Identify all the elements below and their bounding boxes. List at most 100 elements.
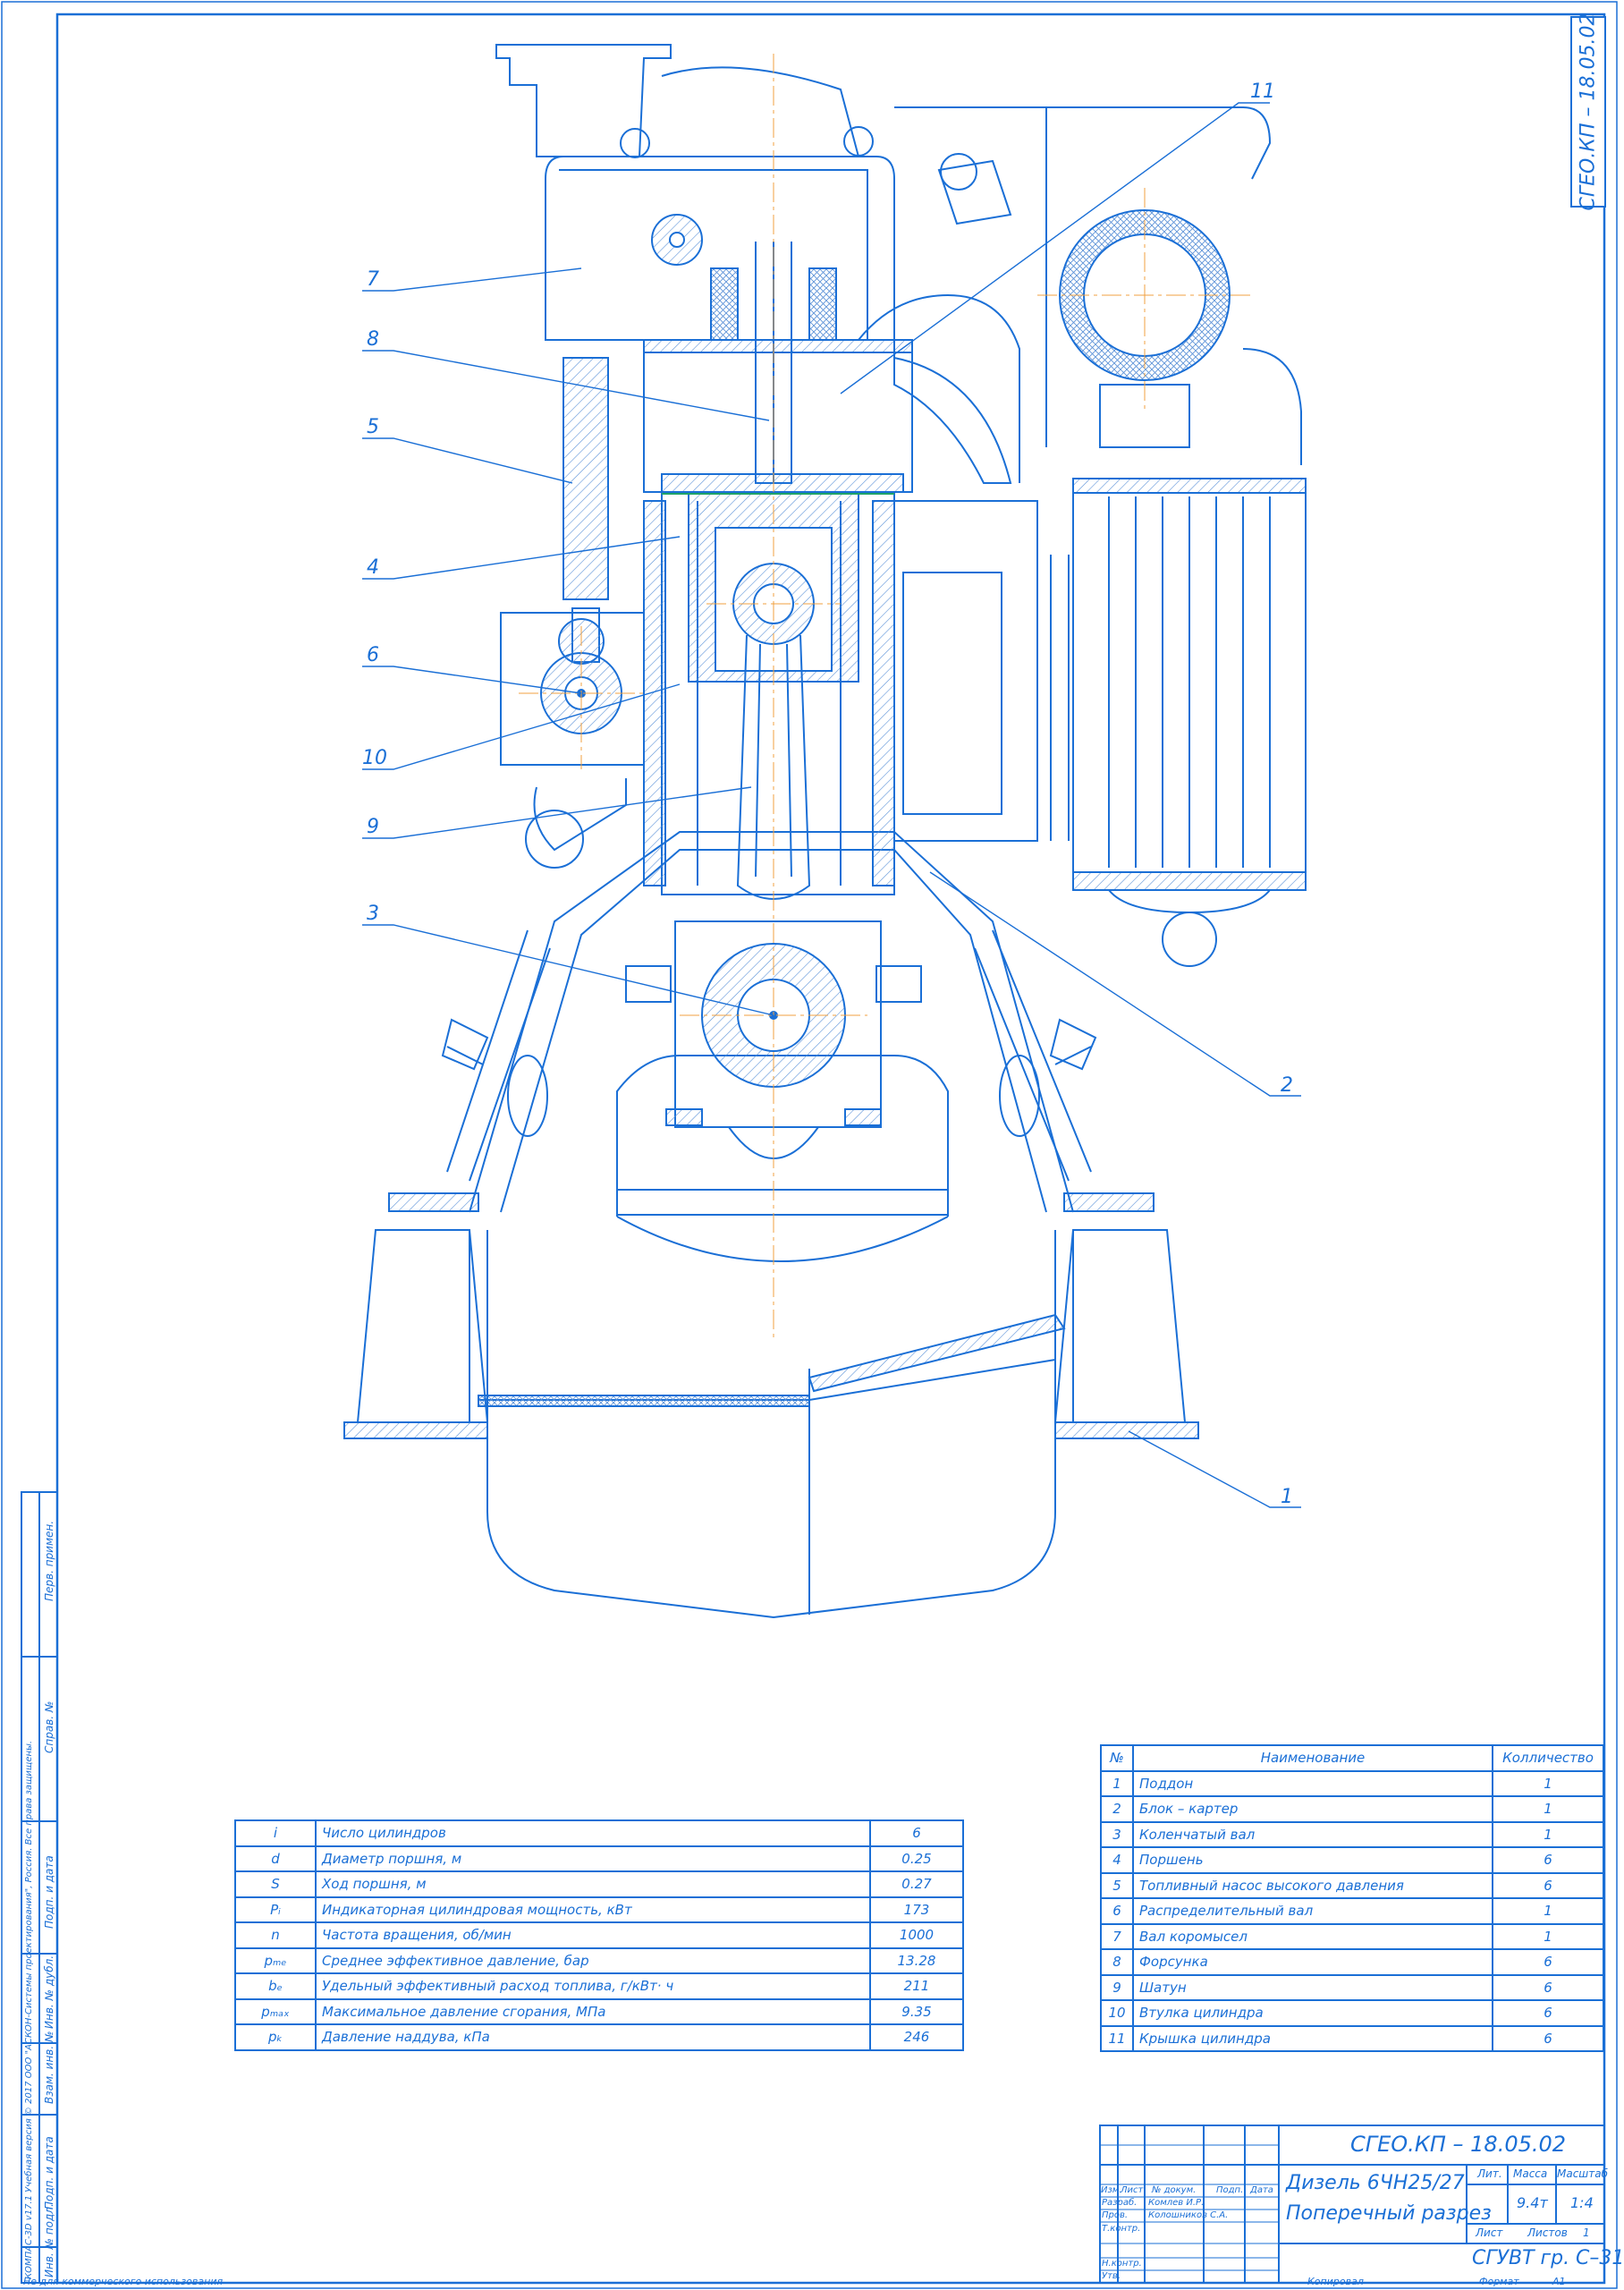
- part-number: 5: [1100, 1871, 1134, 1899]
- param-symbol: i: [234, 1819, 317, 1847]
- part-quantity: 6: [1492, 1871, 1604, 1899]
- part-name: Шатун: [1132, 1973, 1493, 2001]
- leader-lines: [362, 102, 1301, 1508]
- table-row: bₑ Удельный эффективный расход топлива, …: [234, 1972, 964, 2000]
- param-name: Давление наддува, кПа: [315, 2023, 871, 2051]
- param-symbol: bₑ: [234, 1972, 317, 2000]
- col-izm-label: Изм.: [1101, 2185, 1122, 2195]
- not-commercial-note: Не для коммерческого использования: [23, 2276, 224, 2287]
- callout-8: 8: [367, 328, 379, 351]
- callout-1: 1: [1281, 1486, 1293, 1508]
- table-row: 11 Крышка цилиндра 6: [1100, 2024, 1604, 2052]
- part-quantity: 1: [1492, 1769, 1604, 1797]
- part-quantity: 6: [1492, 1973, 1604, 2001]
- mass-label: Масса: [1513, 2167, 1548, 2180]
- table-header-row: № Наименование Колличество: [1100, 1744, 1604, 1772]
- side-inv-podl: Инв. № подл.: [43, 2203, 55, 2277]
- column-header: Наименование: [1132, 1744, 1493, 1772]
- razrab-name: Комлев И.Р.: [1148, 2198, 1205, 2208]
- table-row: 2 Блок – картер 1: [1100, 1795, 1604, 1823]
- mass-value: 9.4т: [1517, 2194, 1548, 2211]
- part-quantity: 6: [1492, 1948, 1604, 1976]
- top-stamp: СГЕО.КП – 18.05.02: [1570, 13, 1606, 210]
- copied-label: Копировал: [1307, 2276, 1364, 2287]
- parameters-table: i Число цилиндров 6 d Диаметр поршня, м …: [234, 1819, 964, 2051]
- title-block-code: СГЕО.КП – 18.05.02: [1350, 2132, 1567, 2157]
- side-strip-frame: [21, 1491, 58, 2284]
- parts-list-table: № Наименование Колличество 1 Поддон 1 2 …: [1100, 1744, 1604, 2052]
- part-number: 9: [1100, 1973, 1134, 2001]
- side-vzam-inv: Взам. инв. №: [43, 2031, 55, 2104]
- part-quantity: 1: [1492, 1795, 1604, 1823]
- part-quantity: 1: [1492, 1897, 1604, 1925]
- param-symbol: pₖ: [234, 2023, 317, 2051]
- param-value: 1000: [869, 1921, 964, 1949]
- part-quantity: 1: [1492, 1820, 1604, 1848]
- table-row: 9 Шатун 6: [1100, 1973, 1604, 2001]
- part-name: Блок – картер: [1132, 1795, 1493, 1823]
- part-quantity: 6: [1492, 1846, 1604, 1874]
- param-name: Ход поршня, м: [315, 1870, 871, 1898]
- part-number: 10: [1100, 1999, 1134, 2027]
- table-row: 3 Коленчатый вал 1: [1100, 1820, 1604, 1848]
- part-quantity: 1: [1492, 1922, 1604, 1950]
- table-row: S Ход поршня, м 0.27: [234, 1870, 964, 1898]
- sheets-value: 1: [1583, 2226, 1590, 2239]
- table-row: n Частота вращения, об/мин 1000: [234, 1921, 964, 1949]
- callout-2: 2: [1281, 1074, 1293, 1097]
- part-name: Топливный насос высокого давления: [1132, 1871, 1493, 1899]
- sheet-label: Лист: [1476, 2226, 1503, 2239]
- param-name: Число цилиндров: [315, 1819, 871, 1847]
- title-line-2: Поперечный разрез: [1286, 2202, 1492, 2225]
- table-row: 5 Топливный насос высокого давления 6: [1100, 1871, 1604, 1899]
- table-row: 10 Втулка цилиндра 6: [1100, 1999, 1604, 2027]
- col-list-label: Лист: [1121, 2185, 1144, 2195]
- table-row: 1 Поддон 1: [1100, 1769, 1604, 1797]
- callout-7: 7: [367, 268, 379, 291]
- part-name: Поддон: [1132, 1769, 1493, 1797]
- param-name: Среднее эффективное давление, бар: [315, 1946, 871, 1974]
- param-value: 0.27: [869, 1870, 964, 1898]
- callout-9: 9: [367, 816, 379, 838]
- callout-6: 6: [367, 644, 379, 666]
- part-quantity: 6: [1492, 2024, 1604, 2052]
- table-row: Pᵢ Индикаторная цилиндровая мощность, кВ…: [234, 1896, 964, 1923]
- format-value: А1: [1552, 2276, 1566, 2287]
- utv-label: Утв.: [1102, 2271, 1121, 2281]
- scale-label: Масштаб: [1557, 2167, 1609, 2180]
- part-number: 8: [1100, 1948, 1134, 1976]
- part-number: 1: [1100, 1769, 1134, 1797]
- param-symbol: Pᵢ: [234, 1896, 317, 1923]
- part-number: 3: [1100, 1820, 1134, 1848]
- column-header: №: [1100, 1744, 1134, 1772]
- callout-11: 11: [1250, 81, 1275, 103]
- nkontr-label: Н.контр.: [1102, 2259, 1142, 2269]
- callout-5: 5: [367, 416, 379, 438]
- param-value: 173: [869, 1896, 964, 1923]
- col-doc-label: № докум.: [1152, 2185, 1197, 2195]
- side-perv-primen: Перв. примен.: [43, 1520, 55, 1601]
- title-line-1: Дизель 6ЧН25/27: [1286, 2172, 1465, 2194]
- sheets-label: Листов: [1527, 2226, 1568, 2239]
- table-row: d Диаметр поршня, м 0.25: [234, 1845, 964, 1872]
- part-name: Поршень: [1132, 1846, 1493, 1874]
- side-podp-data-1: Подп. и дата: [43, 1855, 55, 1929]
- tkontr-label: Т.контр.: [1102, 2224, 1141, 2234]
- column-header: Колличество: [1492, 1744, 1604, 1772]
- param-symbol: d: [234, 1845, 317, 1872]
- centre-lines: [519, 54, 1252, 1342]
- part-number: 2: [1100, 1795, 1134, 1823]
- callout-4: 4: [367, 556, 379, 579]
- prov-label: Пров.: [1102, 2210, 1129, 2220]
- part-name: Втулка цилиндра: [1132, 1999, 1493, 2027]
- part-number: 11: [1100, 2024, 1134, 2052]
- param-value: 13.28: [869, 1946, 964, 1974]
- engine-body: [343, 44, 1307, 1619]
- side-podp-data-2: Подп. и дата: [43, 2136, 55, 2209]
- table-row: 6 Распределительный вал 1: [1100, 1897, 1604, 1925]
- param-value: 246: [869, 2023, 964, 2051]
- scale-value: 1:4: [1570, 2194, 1594, 2211]
- table-row: pₖ Давление наддува, кПа 246: [234, 2023, 964, 2051]
- callout-3: 3: [367, 903, 379, 925]
